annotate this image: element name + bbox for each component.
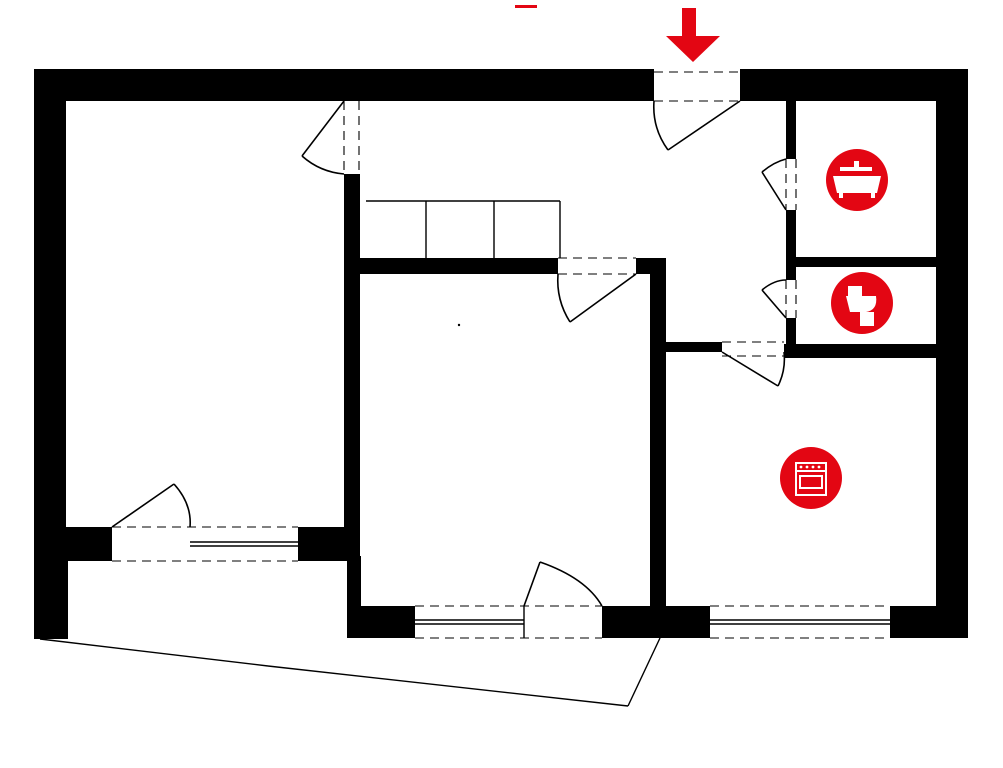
wall-right [936,69,968,637]
wall-kitchen-top-left [664,342,722,352]
bathtub-icon [826,149,888,211]
toilet-icon [831,272,893,334]
marker-dot [457,323,461,327]
wall-partition-1-2 [344,174,360,560]
door-kitchen [721,351,779,387]
entrance-arrow-icon [666,8,720,62]
wall-bath-wc-divider [786,257,936,267]
door-room1-balcony [111,483,175,528]
wall-wc-left [786,318,796,352]
door-room2-balcony [523,561,541,607]
door-room1-hall [301,100,345,157]
wall-partition-2-kitchen [650,258,666,608]
door-entrance [667,100,741,151]
window-openings [190,541,890,625]
wall-top-right [740,69,968,101]
wall-balcony-pillar [34,561,68,639]
top-mark [515,5,537,8]
wall-kitchen-bottom-right [890,606,968,638]
threshold-dashes [112,71,890,639]
door-bathroom [761,171,787,211]
door-room2-hall [569,273,637,323]
wall-kitchen-top-right [784,344,936,358]
walls [34,69,968,639]
stove-icon [780,447,842,509]
balcony [39,637,661,707]
wall-bath-left-top [786,101,796,159]
wall-room2-bottom-left [347,606,415,638]
wall-room2-top [360,258,558,274]
wall-top-left [34,69,654,101]
doors [111,100,787,638]
hall-storage [366,200,561,258]
wall-room1-bottom-left [34,527,112,561]
door-wc [761,289,787,319]
wall-room2-bottom-right [602,606,710,638]
wall-left [34,69,66,561]
wall-bath-left-mid [786,210,796,280]
